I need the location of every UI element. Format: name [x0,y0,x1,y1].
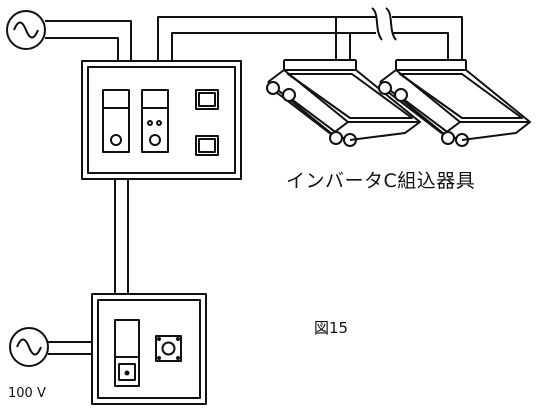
wire-panel-to-wall-switch [114,179,129,294]
wire-panel-to-fixtures [157,7,467,70]
wall-switch-rocker [114,319,140,387]
fluorescent-fixture-2-icon [378,69,531,147]
wire-source-to-wall-switch [48,341,92,355]
indicator-button-bottom [195,135,219,156]
wall-switch-box [91,293,207,405]
dimmer-knob [155,335,182,362]
wire-source-to-panel [45,20,132,61]
voltage-label: 100 V [8,386,46,401]
indicator-button-top [195,89,219,110]
fixture-caption: インバータC組込器具 [286,170,476,192]
switch-middle [141,89,169,153]
main-control-panel [81,60,242,180]
switch-left [102,89,130,153]
fluorescent-fixture-1-icon [266,69,421,147]
figure-caption: 図15 [314,319,349,337]
ac-source-top-icon [6,10,46,50]
ac-source-bottom-icon [9,327,49,367]
